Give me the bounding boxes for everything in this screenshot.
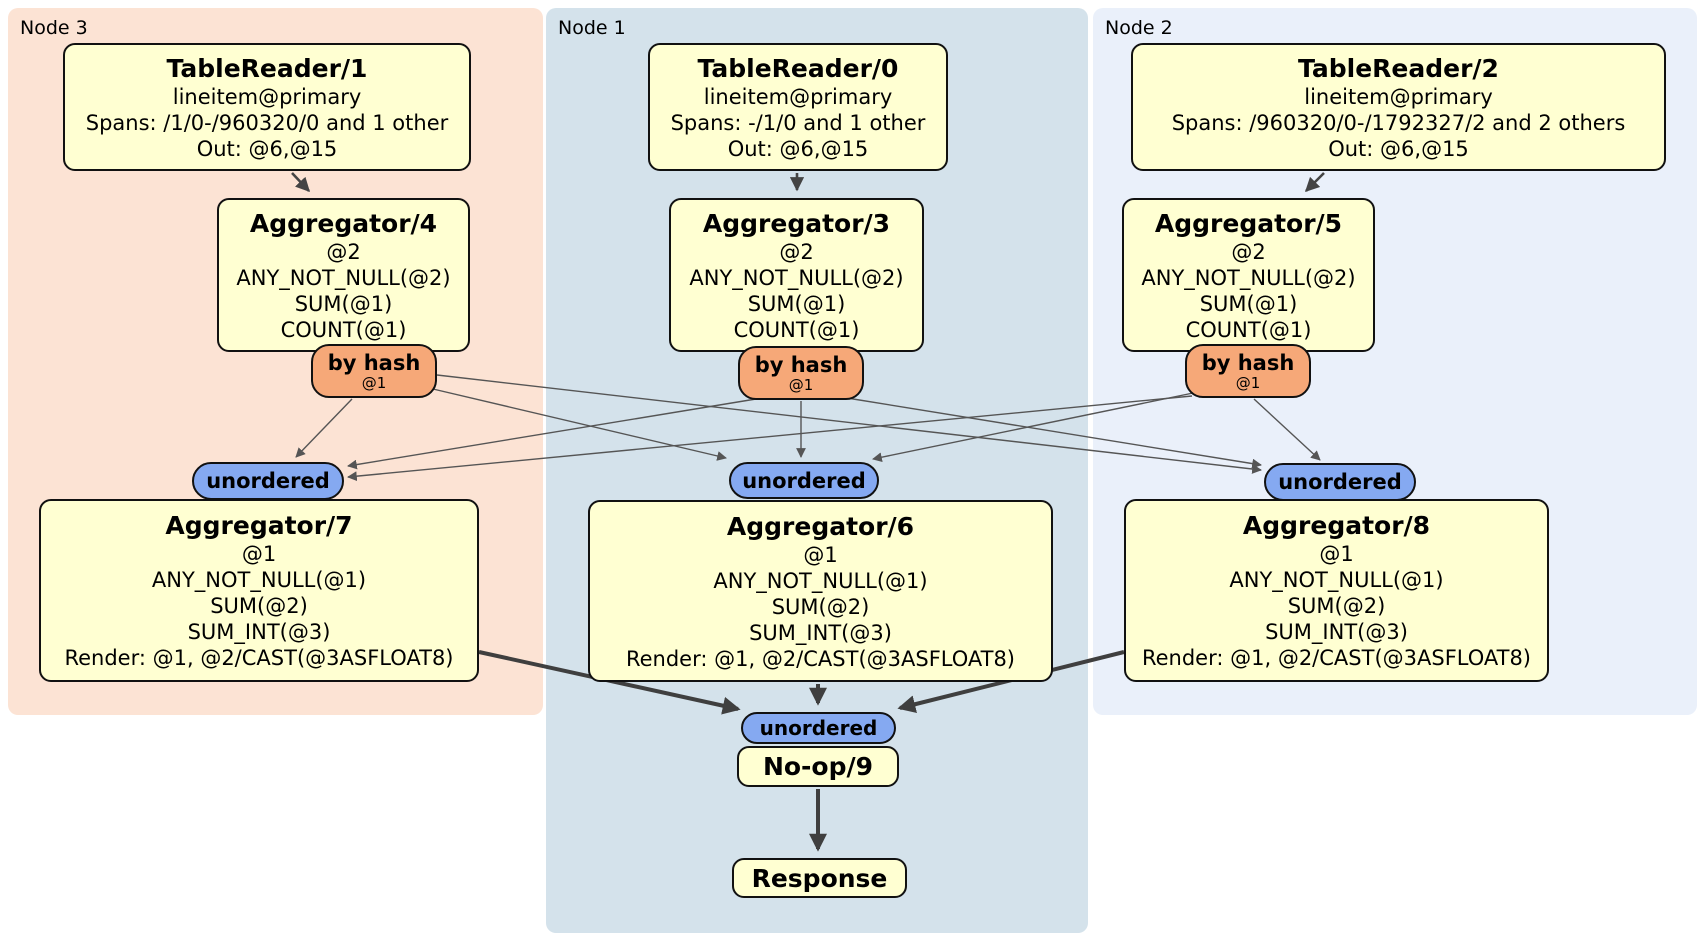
edge-byhash1-unordered-right (846, 397, 1262, 469)
processor-tablereader-2: TableReader/2 lineitem@primary Spans: /9… (1131, 43, 1666, 171)
router-by-hash-node1: by hash @1 (738, 346, 864, 400)
processor-index: lineitem@primary (703, 84, 893, 109)
edge-byhash3-unordered-left (295, 398, 353, 458)
processor-agg-fn: SUM_INT(@3) (187, 620, 331, 644)
processor-agg-fn: ANY_NOT_NULL(@2) (236, 265, 451, 290)
processor-tablereader-1: TableReader/1 lineitem@primary Spans: /1… (63, 43, 471, 171)
processor-title: Aggregator/5 (1154, 208, 1343, 238)
processor-title: No-op/9 (762, 752, 874, 781)
processor-agg-fn: ANY_NOT_NULL(@1) (1229, 568, 1444, 592)
edge-tablereader1-aggregator4 (291, 172, 310, 193)
stream-unordered-final: unordered (741, 712, 896, 744)
router-by-hash-label: by hash (327, 350, 421, 375)
processor-out: Out: @6,@15 (727, 136, 869, 161)
processor-agg-fn: SUM(@1) (294, 291, 393, 316)
edge-byhash3-unordered-right (436, 374, 1262, 474)
processor-agg-fn: SUM_INT(@3) (1265, 620, 1408, 644)
edge-tablereader2-aggregator5 (1304, 172, 1325, 193)
processor-title: Aggregator/4 (249, 208, 438, 238)
router-by-hash-node2: by hash @1 (1185, 344, 1311, 398)
router-by-hash-node3: by hash @1 (311, 344, 437, 398)
edge-byhash2-unordered-right (1253, 398, 1321, 461)
processor-agg-fn: SUM(@2) (771, 594, 870, 619)
processor-group-cols: @1 (241, 542, 277, 566)
router-by-hash-label: by hash (754, 352, 848, 377)
stream-unordered-node2: unordered (1264, 463, 1416, 501)
processor-title: Aggregator/7 (165, 511, 353, 540)
processor-title: Aggregator/8 (1242, 511, 1431, 540)
stream-unordered-node1: unordered (729, 462, 879, 499)
processor-tablereader-0: TableReader/0 lineitem@primary Spans: -/… (648, 43, 948, 171)
processor-title: Response (751, 863, 888, 893)
processor-aggregator-4: Aggregator/4 @2 ANY_NOT_NULL(@2) SUM(@1)… (217, 198, 470, 352)
edge-byhash3-unordered-center (432, 388, 727, 461)
router-by-hash-detail: @1 (788, 375, 814, 394)
processor-aggregator-8: Aggregator/8 @1 ANY_NOT_NULL(@1) SUM(@2)… (1124, 499, 1549, 682)
panel-node-1-label: Node 1 (558, 17, 626, 39)
processor-agg-fn: ANY_NOT_NULL(@2) (1141, 265, 1356, 290)
processor-group-cols: @2 (1231, 239, 1266, 264)
processor-title: TableReader/2 (1298, 53, 1499, 83)
processor-aggregator-6: Aggregator/6 @1 ANY_NOT_NULL(@1) SUM(@2)… (588, 500, 1053, 682)
processor-out: Out: @6,@15 (1328, 136, 1469, 161)
router-by-hash-label: by hash (1201, 350, 1295, 375)
processor-agg-fn: ANY_NOT_NULL(@1) (151, 568, 367, 592)
processor-agg-fn: COUNT(@1) (733, 317, 860, 342)
processor-title: Aggregator/3 (702, 208, 891, 238)
processor-group-cols: @1 (1319, 542, 1354, 566)
processor-index: lineitem@primary (1304, 84, 1493, 109)
edge-byhash1-unordered-left (347, 397, 763, 470)
processor-title: TableReader/1 (166, 53, 368, 83)
processor-spans: Spans: /960320/0-/1792327/2 and 2 others (1171, 110, 1626, 135)
processor-agg-fn: SUM(@2) (210, 594, 308, 618)
processor-agg-fn: ANY_NOT_NULL(@1) (713, 568, 928, 593)
processor-aggregator-7: Aggregator/7 @1 ANY_NOT_NULL(@1) SUM(@2)… (39, 499, 479, 682)
processor-index: lineitem@primary (172, 84, 362, 109)
processor-agg-fn: ANY_NOT_NULL(@2) (689, 265, 904, 290)
processor-aggregator-5: Aggregator/5 @2 ANY_NOT_NULL(@2) SUM(@1)… (1122, 198, 1375, 352)
processor-agg-fn: COUNT(@1) (280, 317, 407, 342)
processor-out: Out: @6,@15 (196, 136, 338, 161)
processor-title: TableReader/0 (697, 53, 899, 83)
processor-group-cols: @2 (779, 239, 814, 264)
processor-agg-fn: SUM(@1) (1199, 291, 1298, 316)
panel-node-3-label: Node 3 (20, 17, 88, 39)
processor-agg-fn: SUM(@2) (1287, 594, 1386, 618)
processor-no-op-9: No-op/9 (737, 746, 899, 787)
edge-byhash2-unordered-left (347, 395, 1193, 482)
processor-spans: Spans: /1/0-/960320/0 and 1 other (85, 110, 449, 135)
panel-node-2-label: Node 2 (1105, 17, 1173, 39)
processor-render: Render: @1, @2/CAST(@3ASFLOAT8) (64, 646, 454, 670)
processor-render: Render: @1, @2/CAST(@3ASFLOAT8) (625, 646, 1016, 671)
router-by-hash-detail: @1 (361, 373, 387, 392)
edge-byhash2-unordered-center (872, 391, 1199, 463)
stream-unordered-node3: unordered (192, 462, 344, 500)
processor-aggregator-3: Aggregator/3 @2 ANY_NOT_NULL(@2) SUM(@1)… (669, 198, 924, 352)
processor-agg-fn: SUM(@1) (747, 291, 846, 316)
router-by-hash-detail: @1 (1235, 373, 1261, 392)
processor-spans: Spans: -/1/0 and 1 other (670, 110, 926, 135)
processor-group-cols: @1 (803, 542, 838, 567)
processor-response: Response (732, 858, 907, 898)
processor-group-cols: @2 (326, 239, 361, 264)
processor-agg-fn: SUM_INT(@3) (749, 620, 892, 645)
processor-agg-fn: COUNT(@1) (1185, 317, 1312, 342)
processor-render: Render: @1, @2/CAST(@3ASFLOAT8) (1141, 646, 1532, 670)
processor-title: Aggregator/6 (726, 511, 915, 541)
